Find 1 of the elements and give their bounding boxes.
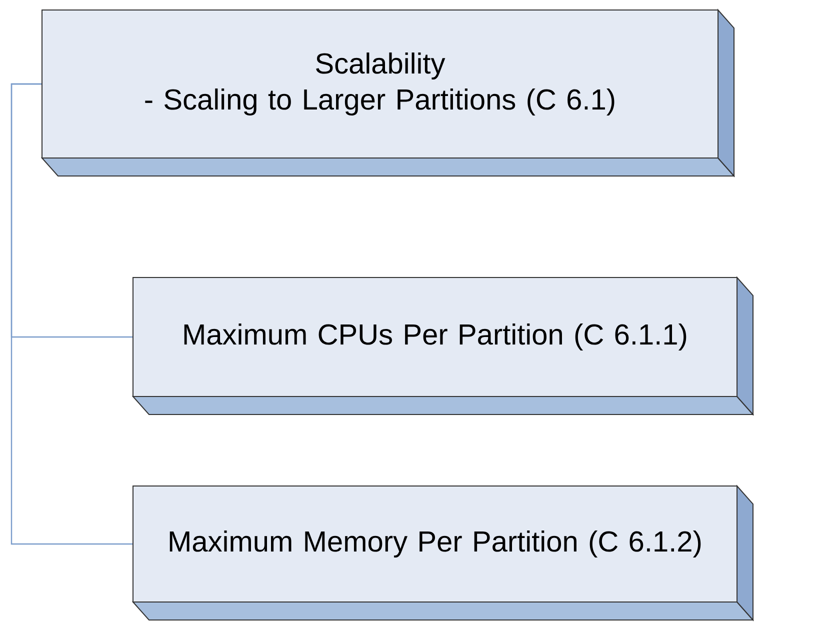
connector-line xyxy=(10,83,132,545)
